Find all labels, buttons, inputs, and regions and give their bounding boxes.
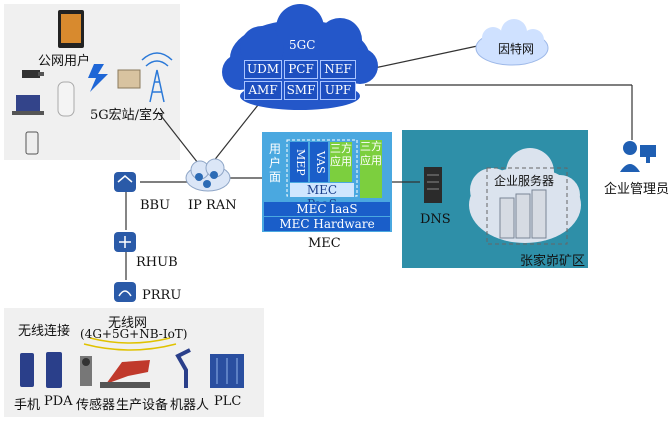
mec-hardware-bar: MEC Hardware — [264, 217, 390, 231]
wireless-network-label: 无线网 — [108, 316, 148, 331]
mec-paas-label: MEC PaaS — [290, 183, 354, 211]
prru-label: PRRU — [142, 288, 182, 303]
bbu-icon — [114, 172, 136, 192]
device-label-plc: PLC — [214, 394, 242, 409]
admin-label: 企业管理员 — [604, 182, 670, 197]
tablet-icon — [58, 10, 84, 48]
core-function-amf: AMF — [244, 81, 282, 100]
box-device-icon — [117, 69, 141, 89]
device-label-robot: 机器人 — [170, 398, 210, 413]
server-group-box — [486, 167, 568, 245]
dns-label: DNS — [420, 212, 451, 227]
sensor-icon — [80, 356, 92, 386]
rhub-label: RHUB — [136, 255, 178, 270]
production-equipment-icon — [100, 360, 150, 388]
core-function-udm: UDM — [244, 60, 282, 79]
pda-icon — [46, 352, 62, 388]
cylinder-device-icon — [57, 81, 75, 117]
ip-ran-label: IP RAN — [188, 198, 237, 213]
mep-block: MEP — [290, 142, 308, 182]
device-label-production-equipment: 生产设备 — [116, 398, 169, 413]
public-users-label: 公网用户 — [38, 54, 91, 69]
core-function-pcf: PCF — [284, 60, 318, 79]
antenna-tower-icon — [141, 52, 173, 103]
mec-label: MEC — [308, 236, 341, 251]
wireless-signal-arcs — [83, 337, 177, 351]
bbu-label: BBU — [140, 198, 171, 213]
prru-icon — [114, 282, 136, 302]
plc-icon — [210, 354, 244, 388]
dns-server-icon — [424, 167, 442, 203]
rhub-icon — [114, 232, 136, 252]
line-5gc-internet — [364, 44, 483, 71]
third-party-app-block-1: 三方应用 — [330, 142, 352, 182]
core-function-nef: NEF — [320, 60, 356, 79]
vas-block: VAS — [310, 142, 328, 182]
macro-site-label: 5G宏站/室分 — [90, 108, 166, 123]
handheld-icon — [25, 131, 39, 155]
camera-icon — [22, 70, 44, 78]
core-function-upf: UPF — [320, 81, 356, 100]
core-function-smf: SMF — [284, 81, 318, 100]
lightning-icon — [88, 64, 108, 92]
mine-area-label: 张家峁矿区 — [520, 254, 586, 269]
enterprise-servers-label: 企业服务器 — [494, 174, 555, 188]
device-label-pda: PDA — [44, 394, 73, 409]
mec-iaas-bar: MEC IaaS — [264, 202, 390, 216]
user-plane-label: 用户面 — [268, 142, 281, 184]
device-label-phone: 手机 — [14, 398, 41, 413]
ip-ran-cloud — [185, 158, 231, 192]
internet-label: 因特网 — [498, 42, 535, 56]
device-label-sensor: 传感器 — [76, 398, 116, 413]
enterprise-servers-icon — [499, 189, 547, 239]
phone-icon — [20, 353, 34, 387]
wireless-connection-label: 无线连接 — [18, 324, 71, 339]
robot-icon — [175, 348, 191, 388]
internet-cloud — [475, 19, 549, 66]
laptop-icon — [12, 95, 44, 115]
ip-ran-router-icons — [195, 171, 218, 188]
third-party-app-block-2: 三方应用 — [360, 140, 382, 198]
wireless-network-types: (4G+5G+NB-IoT) — [80, 327, 188, 341]
core-title: 5GC — [289, 38, 316, 52]
admin-icon — [620, 141, 656, 172]
